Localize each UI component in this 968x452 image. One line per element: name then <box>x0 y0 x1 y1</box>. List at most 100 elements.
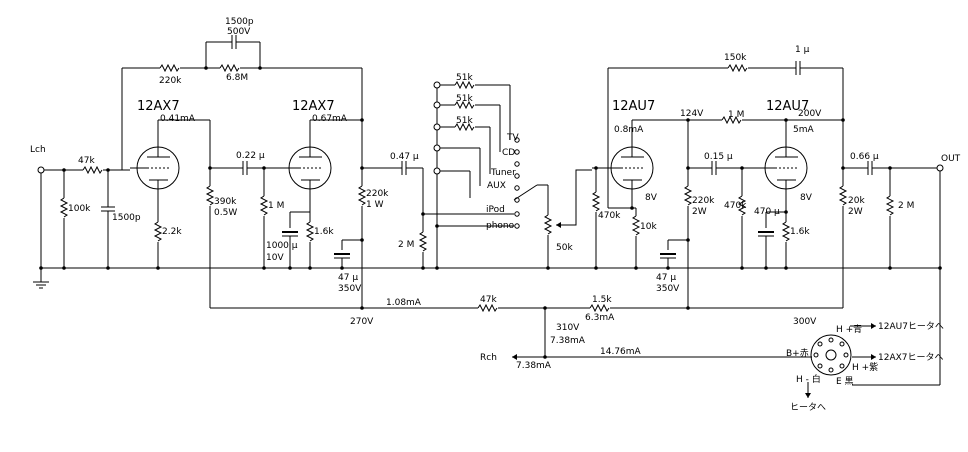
label-c-in: 1500p <box>112 213 141 223</box>
selector-ipod: iPod <box>486 205 505 215</box>
capacitor-c-dec2 <box>659 252 677 259</box>
current-rch2: 7.38mA <box>516 361 552 371</box>
heater-e-black: E 黒 <box>836 376 854 387</box>
voltage-v3-cathode: 8V <box>645 193 658 203</box>
voltage-300: 300V <box>793 317 817 327</box>
voltage-v4-plate: 200V <box>798 109 822 119</box>
resistor-r-k4 <box>782 221 790 242</box>
resistor-r-grid <box>60 197 68 218</box>
heater-h-purple: H +紫 <box>852 362 878 373</box>
label-r-bus2: 1.5k <box>592 295 612 305</box>
label-c-cpl3: 0.15 μ <box>704 152 733 162</box>
current-heater: 14.76mA <box>600 347 642 357</box>
label-r-out: 2 M <box>398 240 414 250</box>
resistor-r-g2 <box>260 195 268 216</box>
tube-v3-label: 12AU7 <box>612 99 655 114</box>
current-bus2: 6.3mA <box>585 313 615 323</box>
selector-tuner: Tuner <box>490 168 516 178</box>
rch-label: Rch <box>480 353 497 363</box>
power-supply-bus <box>210 304 843 360</box>
label-r-k4: 1.6k <box>790 227 810 237</box>
current-bus1: 1.08mA <box>386 298 422 308</box>
current-v1: 0.41mA <box>160 114 196 124</box>
heater-to-12au7: 12AU7ヒータへ <box>878 321 944 332</box>
label-r-g4: 470k <box>724 201 747 211</box>
output-jack[interactable] <box>936 164 944 172</box>
stage-3 <box>592 61 845 308</box>
current-v2: 0.67mA <box>312 114 348 124</box>
label-r-l3a: 220k <box>692 196 715 206</box>
label-r-l2b: 1 W <box>366 200 384 210</box>
voltage-v3-plate: 124V <box>680 109 704 119</box>
resistor-r-bus1 <box>477 304 498 312</box>
resistor-r-l1 <box>206 185 214 206</box>
input-selector <box>421 81 592 270</box>
label-c-cpl1: 0.22 μ <box>236 151 265 161</box>
label-sel-r1: 51k <box>456 73 473 83</box>
label-vol: 50k <box>556 243 573 253</box>
label-c-fb3: 1 μ <box>795 45 810 55</box>
label-c-k2a: 1000 μ <box>266 241 298 251</box>
label-r-g2: 1 M <box>268 201 284 211</box>
label-r-g3: 470k <box>598 211 621 221</box>
stage-4 <box>757 118 944 385</box>
label-r-l4a: 20k <box>848 196 865 206</box>
input-jack[interactable] <box>37 166 45 174</box>
label-r-k2: 1.6k <box>314 227 334 237</box>
tube-v4-label: 12AU7 <box>766 99 809 114</box>
capacitor-c-k2 <box>281 230 299 237</box>
voltage-v4-cathode: 8V <box>800 193 813 203</box>
resistor-r-l4 <box>839 185 847 206</box>
output-label: OUT <box>941 154 961 164</box>
resistor-r-in <box>82 166 103 174</box>
tube-v2-label: 12AX7 <box>292 99 335 114</box>
tube-v1-label: 12AX7 <box>137 99 180 114</box>
label-r-l2a: 220k <box>366 189 389 199</box>
resistor-r-out <box>419 231 427 252</box>
label-r-grid: 100k <box>68 204 91 214</box>
label-r-k3: 10k <box>640 222 657 232</box>
label-r-fb2: 6.8M <box>226 73 248 83</box>
heater-to-12ax7: 12AX7ヒータへ <box>878 352 944 363</box>
heater-to-heater: ヒータへ <box>790 402 826 413</box>
volume-pot[interactable] <box>544 214 552 235</box>
selector-aux: AUX <box>487 181 506 191</box>
label-c-dec2b: 350V <box>656 284 680 294</box>
label-c-k4: 470 μ <box>754 207 780 217</box>
label-r-out2: 2 M <box>898 201 914 211</box>
selector-cd: CD <box>502 148 515 158</box>
resistor-r-k2 <box>306 221 314 242</box>
label-r-l1a: 390k <box>214 197 237 207</box>
selector-phono: phono <box>486 221 515 231</box>
label-sel-r3: 51k <box>456 116 473 126</box>
resistor-r-fb1 <box>159 64 180 72</box>
resistor-r-l2 <box>358 185 366 206</box>
heater-connector <box>805 323 940 398</box>
voltage-270: 270V <box>350 317 374 327</box>
resistor-r-g3 <box>592 191 600 212</box>
selector-tv: TV <box>506 133 519 143</box>
label-r-k1: 2.2k <box>162 227 182 237</box>
stage-1 <box>130 119 288 308</box>
label-r-l3b: 2W <box>692 207 707 217</box>
heater-b-red: B+赤 <box>786 348 809 359</box>
current-v3: 0.8mA <box>614 125 644 135</box>
heater-h-blue: H +青 <box>836 323 862 335</box>
label-c-cpl2: 0.47 μ <box>390 152 419 162</box>
label-r-fb1: 220k <box>159 76 182 86</box>
capacitor-c-dec1 <box>333 252 351 259</box>
feedback-network-1 <box>121 35 363 170</box>
resistor-r-bus2 <box>589 304 610 312</box>
voltage-310: 310V <box>556 323 580 333</box>
labels: Lch OUT Rch 12AX7 12AX7 12AU7 12AU7 0.41… <box>30 17 961 413</box>
resistor-r-l3 <box>684 185 692 206</box>
input-label: Lch <box>30 145 46 155</box>
label-c-dec1a: 47 μ <box>338 273 358 283</box>
label-c-dec1b: 350V <box>338 284 362 294</box>
current-v4: 5mA <box>793 125 814 135</box>
label-c-out: 0.66 μ <box>850 152 879 162</box>
label-c-fb-b: 500V <box>227 27 251 37</box>
label-r-fb3: 150k <box>724 53 747 63</box>
resistor-r-fb3 <box>727 64 748 72</box>
